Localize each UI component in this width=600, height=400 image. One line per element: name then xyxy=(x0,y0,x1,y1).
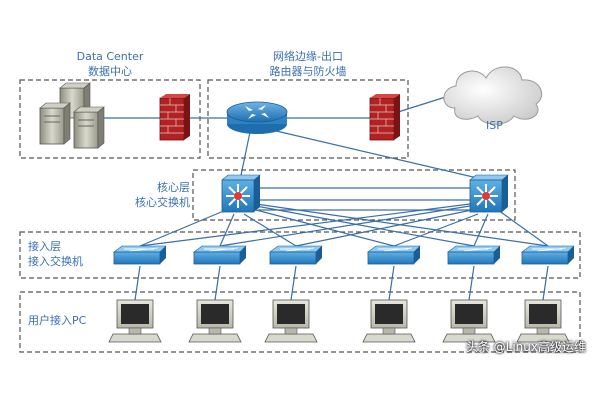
access-group xyxy=(19,231,581,279)
router-icon xyxy=(226,101,288,134)
access-switches xyxy=(113,245,575,265)
core-switch-icon xyxy=(469,174,509,213)
core-label-line2: 核心交换机 xyxy=(135,196,190,209)
datacenter-group xyxy=(19,79,201,159)
edge-group xyxy=(207,79,409,159)
link-firewall2-isp xyxy=(397,94,453,113)
server-icon xyxy=(39,82,105,149)
pc-icon xyxy=(108,299,162,343)
link-acc3-pc3 xyxy=(290,265,297,301)
link-acc4-pc4 xyxy=(388,265,395,301)
core-label-line1: 核心层 xyxy=(157,181,190,194)
link-router-core2 xyxy=(271,129,487,181)
link-acc6-pc6 xyxy=(542,265,549,301)
access-switch-icon xyxy=(447,245,501,265)
pc-icon xyxy=(264,299,318,343)
links xyxy=(100,94,549,301)
core-group xyxy=(192,169,516,221)
access-switch-icon xyxy=(269,245,323,265)
link-acc5-pc5 xyxy=(468,265,475,301)
link-core2-acc2 xyxy=(219,205,471,247)
pc-icon xyxy=(442,299,496,343)
link-core1-acc6 xyxy=(255,203,549,247)
access-switch-icon xyxy=(113,245,167,265)
cloud-icon xyxy=(443,66,543,125)
link-core1-acc2 xyxy=(219,213,235,247)
link-core2-acc4 xyxy=(393,213,479,247)
access-switch-icon xyxy=(367,245,421,265)
datacenter-title-en: Data Center xyxy=(76,50,144,63)
link-core1-acc5 xyxy=(255,205,475,247)
firewall-icon xyxy=(159,94,190,141)
pc-icon xyxy=(188,299,242,343)
pc-icon xyxy=(362,299,416,343)
link-core1-acc1 xyxy=(139,209,227,247)
pc-icon xyxy=(516,299,570,343)
edge-title-line1: 网络边缘-出口 xyxy=(273,50,343,63)
link-acc2-pc2 xyxy=(214,265,221,301)
access-label-line1: 接入层 xyxy=(28,240,61,253)
link-core2-acc6 xyxy=(497,209,549,247)
edge-title-line2: 路由器与防火墙 xyxy=(269,65,347,78)
users-group xyxy=(19,291,581,353)
link-core2-acc1 xyxy=(139,203,471,247)
datacenter-title-cn: 数据中心 xyxy=(88,65,132,78)
firewall-icon xyxy=(369,94,400,141)
link-core2-acc5 xyxy=(473,213,489,247)
watermark: 头条 @Linux高级运维 xyxy=(465,340,586,354)
user-pcs xyxy=(108,299,570,343)
server-left xyxy=(39,102,71,145)
core-switch-icon xyxy=(221,174,261,213)
link-core2-acc3 xyxy=(295,209,473,247)
link-router-core1 xyxy=(239,131,251,181)
access-label-line2: 接入交换机 xyxy=(28,255,83,268)
link-core1-acc4 xyxy=(255,209,395,247)
link-acc1-pc1 xyxy=(134,265,141,301)
isp-label: ISP xyxy=(486,119,503,132)
users-label: 用户接入PC xyxy=(28,314,87,327)
access-switch-icon xyxy=(521,245,575,265)
access-switch-icon xyxy=(193,245,247,265)
server-right xyxy=(73,106,105,149)
